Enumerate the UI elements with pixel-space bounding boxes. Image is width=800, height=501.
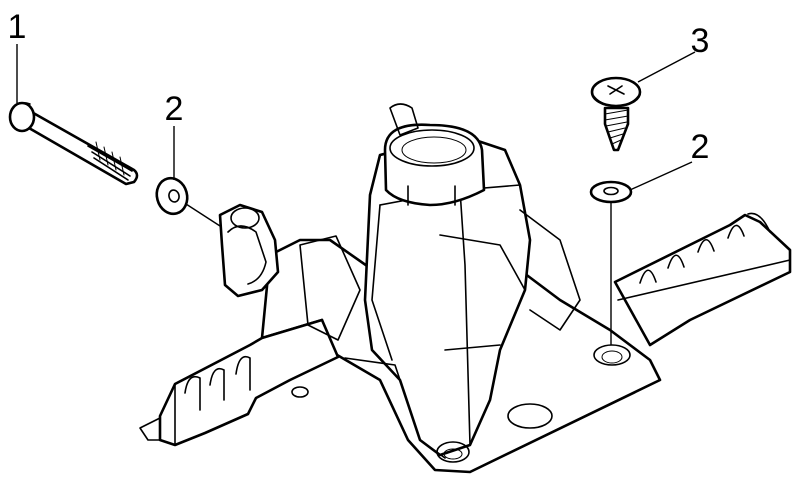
bracket-housing <box>139 103 792 474</box>
callout-1-label: 1 <box>8 8 27 46</box>
assembly-line-bolt <box>185 203 221 227</box>
washer-right-part <box>589 180 633 204</box>
leader-callout-2-right <box>629 161 693 191</box>
leader-callout-3 <box>637 51 696 83</box>
screw-part <box>590 76 642 152</box>
washer-left-part <box>155 176 189 216</box>
callout-3-label: 3 <box>691 22 710 60</box>
callout-2-left-label: 2 <box>165 90 184 128</box>
callouts: 1 2 3 2 <box>8 8 710 166</box>
bolt-part <box>8 101 139 186</box>
leader-lines <box>16 44 696 345</box>
callout-2-right-label: 2 <box>691 128 710 166</box>
